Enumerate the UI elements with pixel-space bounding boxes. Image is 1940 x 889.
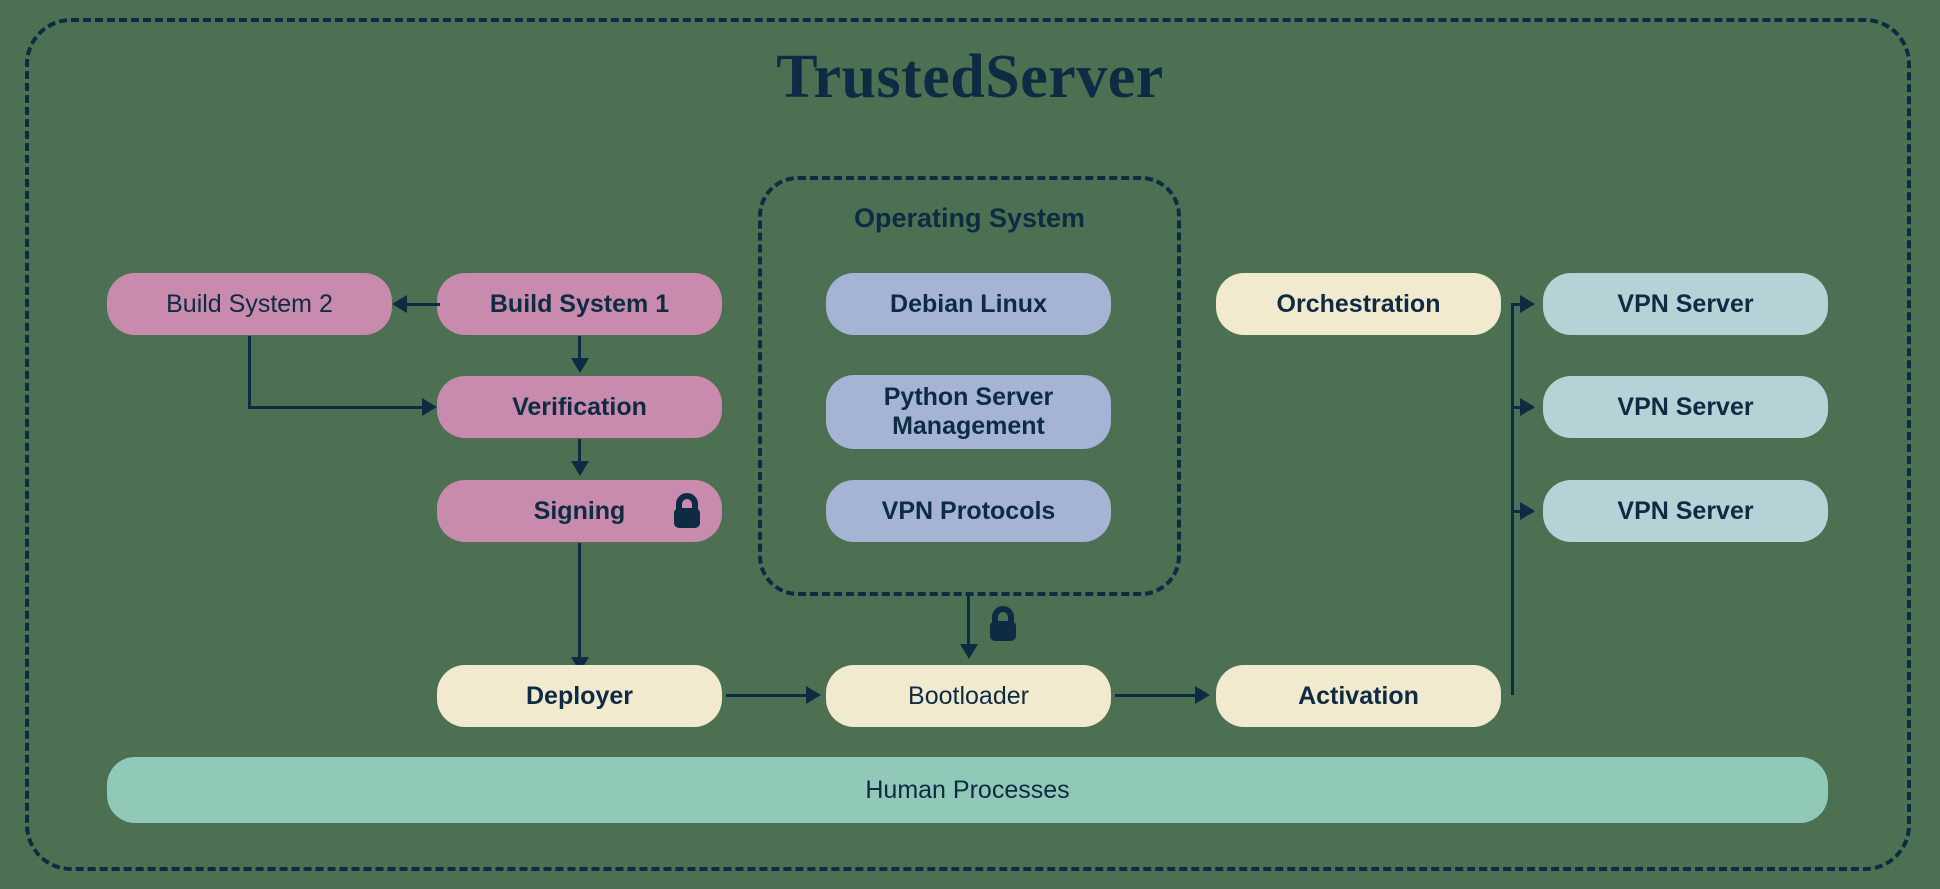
edge-bs2-to-verification-arrowhead (422, 398, 437, 416)
edge-spine-to-vpn-server-1-arrowhead (1520, 295, 1535, 313)
node-label: VPN Server (1617, 289, 1754, 318)
os-component-vpn-protocols[interactable]: VPN Protocols (826, 480, 1111, 542)
edge-bootloader-to-activation-arrowhead (1195, 686, 1210, 704)
lock-icon (986, 605, 1020, 643)
os-component-debian-linux[interactable]: Debian Linux (826, 273, 1111, 335)
page-title: TrustedServer (776, 43, 1164, 111)
edge-bootloader-to-activation (1115, 694, 1197, 697)
node-deployer[interactable]: Deployer (437, 665, 722, 727)
os-component-python-server-management[interactable]: Python Server Management (826, 375, 1111, 449)
node-label: Activation (1298, 681, 1419, 710)
operating-system-group (758, 176, 1181, 596)
edge-verification-to-signing (578, 439, 581, 463)
edge-bs1-to-verification (578, 336, 581, 360)
edge-spine-to-vpn-server-2-arrowhead (1520, 398, 1535, 416)
node-build-system-1[interactable]: Build System 1 (437, 273, 722, 335)
node-label: Bootloader (908, 681, 1029, 710)
node-label: VPN Server (1617, 392, 1754, 421)
os-component-label: Debian Linux (890, 289, 1047, 318)
node-label: Verification (512, 392, 647, 421)
os-component-label: VPN Protocols (881, 496, 1056, 525)
edge-deployer-to-bootloader (726, 694, 808, 697)
node-label: Signing (533, 496, 626, 525)
edge-bs1-to-verification-arrowhead (571, 358, 589, 373)
node-label: Deployer (526, 681, 633, 710)
edge-bs1-to-bs2 (404, 303, 440, 306)
node-signing[interactable]: Signing (437, 480, 722, 542)
node-orchestration[interactable]: Orchestration (1216, 273, 1501, 335)
node-verification[interactable]: Verification (437, 376, 722, 438)
node-vpn-server-3[interactable]: VPN Server (1543, 480, 1828, 542)
node-label: Build System 2 (166, 289, 333, 318)
node-label: Orchestration (1276, 289, 1441, 318)
edge-bs1-to-bs2-arrowhead (392, 295, 407, 313)
lock-icon (670, 492, 704, 530)
node-human-processes[interactable]: Human Processes (107, 757, 1828, 823)
node-vpn-server-2[interactable]: VPN Server (1543, 376, 1828, 438)
edge-signing-to-deployer (578, 543, 581, 665)
os-component-label: Python Server Management (883, 383, 1054, 440)
edge-verification-to-signing-arrowhead (571, 461, 589, 476)
node-bootloader[interactable]: Bootloader (826, 665, 1111, 727)
edge-spine-to-vpn-server-3-arrowhead (1520, 502, 1535, 520)
node-label: VPN Server (1617, 496, 1754, 525)
edge-bs2-to-verification-horizontal (248, 406, 424, 409)
edge-bs2-to-verification-vertical (248, 336, 251, 408)
node-vpn-server-1[interactable]: VPN Server (1543, 273, 1828, 335)
node-build-system-2[interactable]: Build System 2 (107, 273, 392, 335)
node-activation[interactable]: Activation (1216, 665, 1501, 727)
operating-system-label: Operating System (853, 203, 1086, 233)
edge-deployer-to-bootloader-arrowhead (806, 686, 821, 704)
node-label: Human Processes (865, 775, 1070, 804)
node-label: Build System 1 (489, 289, 670, 318)
edge-vpn-distribution-spine (1511, 303, 1514, 695)
edge-os-to-bootloader (967, 596, 970, 648)
edge-os-to-bootloader-arrowhead (960, 644, 978, 659)
